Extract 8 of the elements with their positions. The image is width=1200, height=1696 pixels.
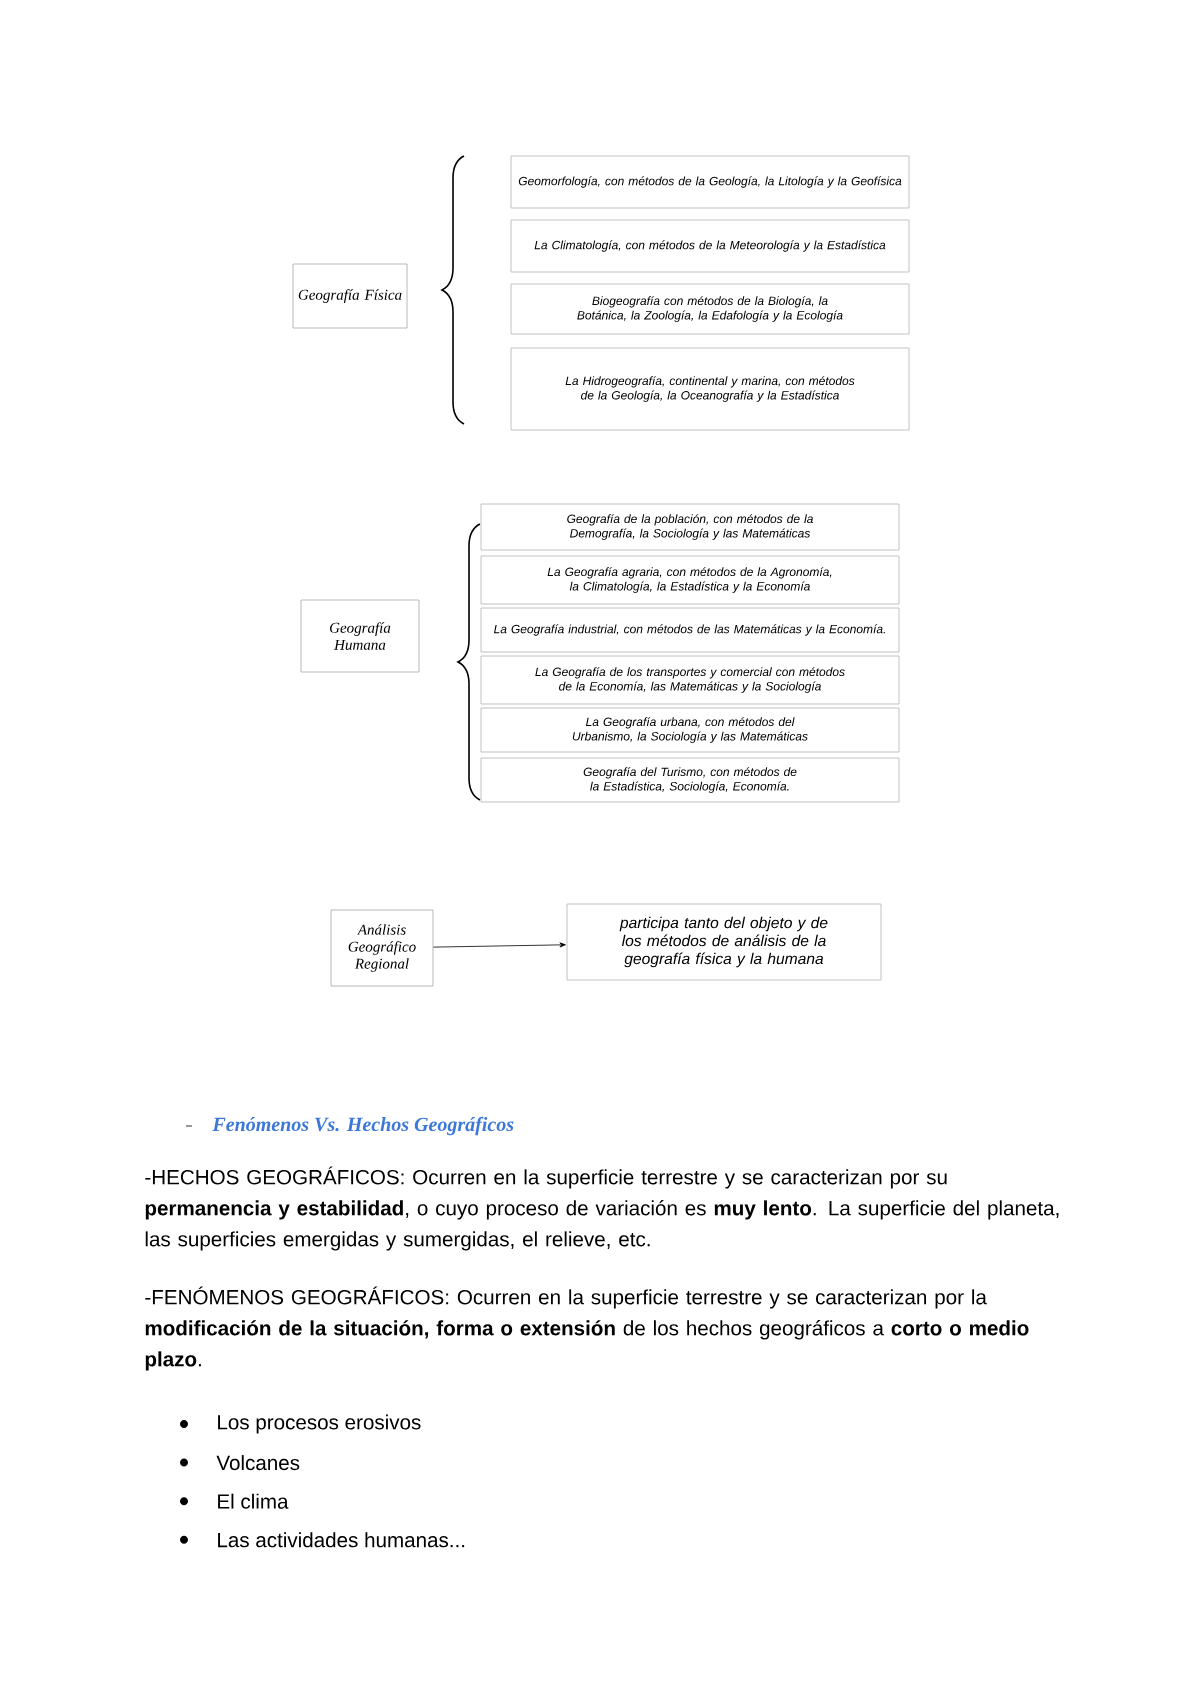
list-item: Volcanes — [216, 1455, 300, 1471]
section-heading: Fenómenos Vs. Hechos Geográficos — [212, 1116, 514, 1136]
list-item: Los procesos erosivos — [218, 1414, 421, 1434]
arrow — [433, 942, 566, 948]
list-item: El clima — [218, 1493, 289, 1509]
paragraph: -FENÓMENOS GEOGRÁFICOS: Ocurren en la superficie terrestre y se caracterizan por la modificación de la situación, forma o extensión de los hechos geográficos a corto o medio plazo. — [145, 1286, 1029, 1371]
paragraph: -HECHOS GEOGRÁFICOS: Ocurren en la superficie terrestre y se caracterizan por su permanencia y estabilidad, o cuyo proceso de variación es muy lento. La superficie del planeta, las superficies emergidas y sumergidas, el relieve, etc. — [145, 1166, 1059, 1251]
list-item: Las actividades humanas... — [218, 1532, 465, 1548]
